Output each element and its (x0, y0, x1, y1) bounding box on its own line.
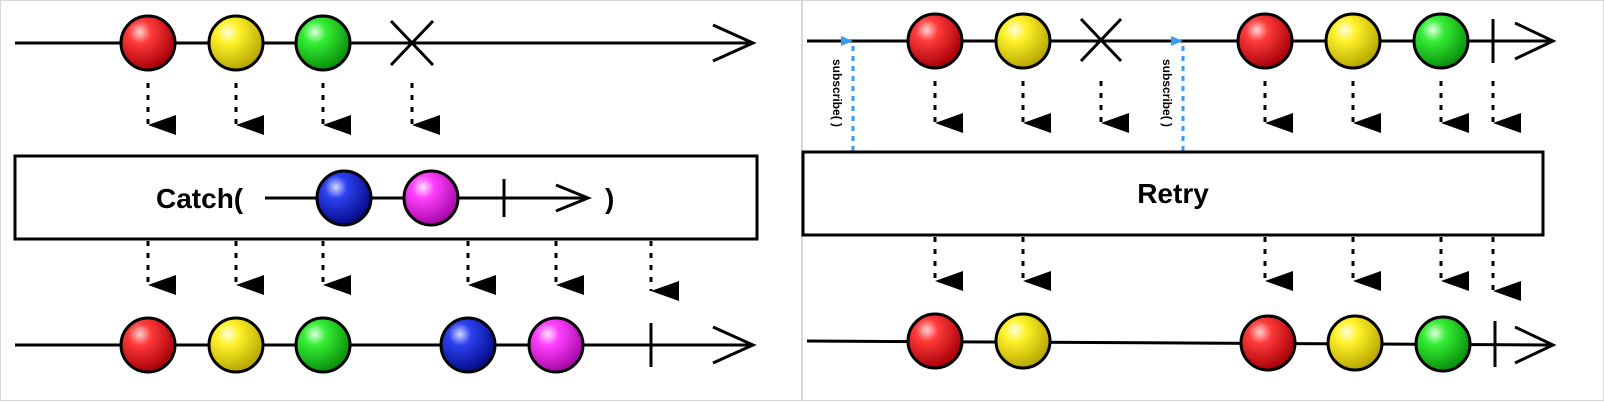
attempt2-item-green (1412, 12, 1470, 70)
source-item-yellow (207, 14, 265, 72)
input-arrows (146, 83, 440, 135)
source-item-green (294, 14, 352, 72)
output-item-green (294, 316, 352, 374)
output-item-blue (439, 316, 497, 374)
source-item-red (119, 14, 177, 72)
source-error-x-icon (389, 19, 435, 67)
retry-output-item-yellow-2 (1326, 314, 1384, 372)
retry-output-item-green (1414, 315, 1472, 373)
retry-output-item-red-1 (906, 312, 964, 370)
retry-operator-box (801, 150, 1545, 237)
attempt2-item-red (1236, 12, 1294, 70)
output-item-magenta (527, 316, 585, 374)
output-item-red (119, 316, 177, 374)
attempt1-error-x-icon (1079, 17, 1123, 63)
subscribe-label-2: subscribe( ) (1160, 59, 1174, 127)
catch-panel: Catch( ) (0, 0, 802, 401)
catch-operator-label: Catch( (156, 183, 244, 214)
attempt1-item-yellow (994, 12, 1052, 70)
fallback-item-magenta (402, 169, 460, 227)
retry-diagram: subscribe( ) subscribe( ) Retry (801, 12, 1557, 373)
attempt2-item-yellow (1324, 12, 1382, 70)
output-item-yellow (207, 316, 265, 374)
retry-output-item-yellow-1 (994, 312, 1052, 370)
catch-closing-paren: ) (605, 183, 614, 214)
retry-output-arrows (933, 237, 1521, 301)
retry-operator-label: Retry (1137, 178, 1209, 209)
retry-output-item-red-2 (1239, 314, 1297, 372)
fallback-item-blue (315, 169, 373, 227)
retry-input-arrows (933, 81, 1521, 133)
subscribe-label-1: subscribe( ) (830, 59, 844, 127)
catch-diagram: Catch( ) (13, 14, 759, 374)
output-arrows (146, 241, 679, 301)
attempt1-item-red (906, 12, 964, 70)
retry-panel: subscribe( ) subscribe( ) Retry (801, 0, 1604, 401)
